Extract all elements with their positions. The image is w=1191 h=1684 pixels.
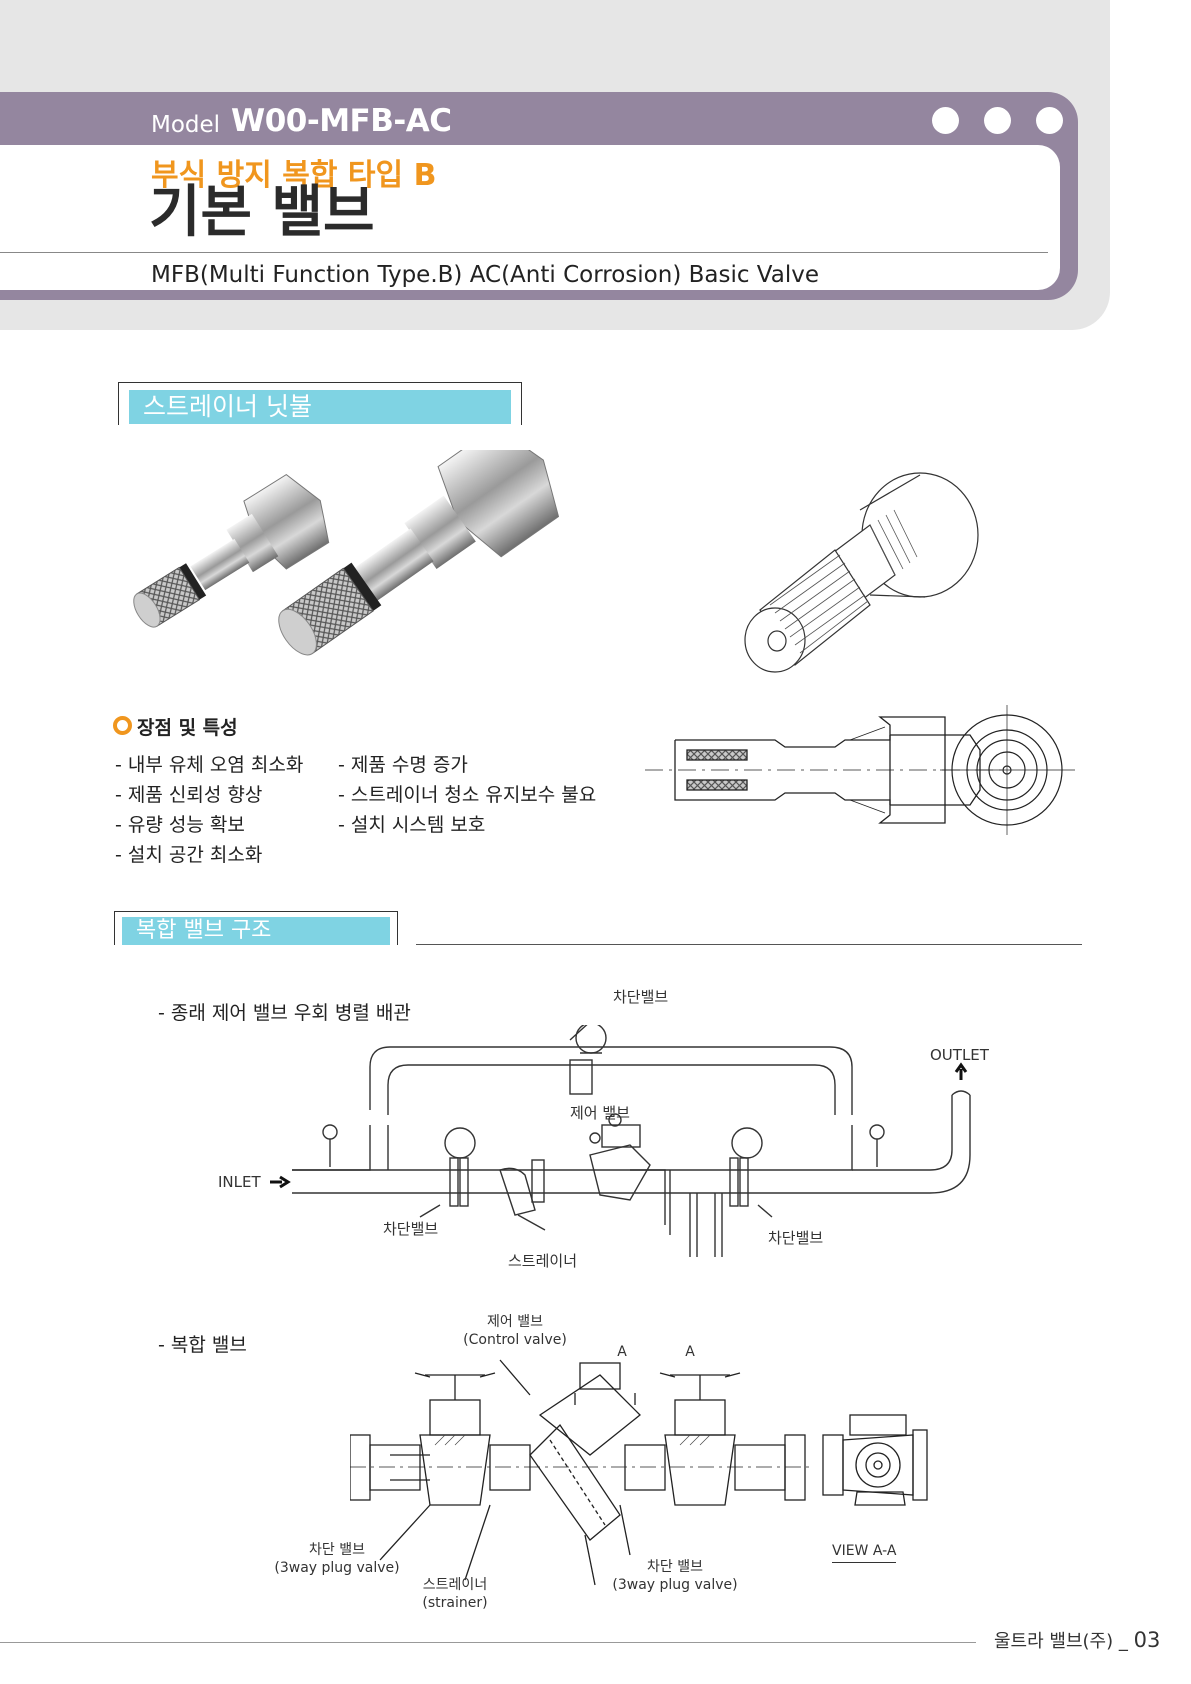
page-title: 기본 밸브: [149, 180, 375, 245]
header-dot-icon: [984, 107, 1011, 134]
label-section-a: A: [685, 1344, 695, 1360]
strainer-nipple-section-drawing: [645, 705, 1075, 835]
section-heading-frame: [118, 382, 522, 425]
product-subtitle: 부식 방지 복합 타입 B: [151, 158, 437, 193]
diagram1-description: - 종래 제어 밸브 우회 병렬 배관: [158, 1002, 411, 1024]
conventional-piping-diagram: [270, 1025, 971, 1257]
label-control-valve-en: (Control valve): [463, 1332, 567, 1348]
section-divider: [416, 944, 1082, 945]
strainer-nipple-photo: [133, 450, 560, 656]
view-aa-drawing: [822, 1414, 928, 1506]
model-label: Model: [151, 112, 221, 138]
section-heading-frame: [114, 911, 398, 945]
label-strainer-ko: 스트레이너: [422, 1577, 488, 1593]
model-number: W00-MFB-AC: [231, 103, 452, 139]
section-heading-structure: 복합 밸브 구조: [122, 917, 390, 945]
label-view-aa: VIEW A-A: [832, 1543, 897, 1563]
strainer-nipple-3d-drawing: [744, 472, 979, 673]
label-section-a: A: [617, 1344, 627, 1360]
label-control-valve: 제어 밸브: [570, 1104, 630, 1122]
label-strainer-en: (strainer): [422, 1595, 488, 1611]
feature-item: - 제품 수명 증가: [338, 754, 468, 776]
label-shutoff-left-en: (3way plug valve): [274, 1560, 400, 1576]
label-shutoff-valve-left: 차단밸브: [383, 1220, 439, 1238]
features-title: 장점 및 특성: [137, 717, 238, 739]
footer: 울트라 밸브(주) _ 03: [994, 1627, 1160, 1653]
feature-item: - 설치 공간 최소화: [115, 844, 263, 866]
label-shutoff-right-ko: 차단 밸브: [647, 1559, 703, 1575]
combined-valve-diagram: [350, 1359, 810, 1586]
bullet-ring-icon: [113, 716, 132, 735]
section-heading-strainer: 스트레이너 닛불: [129, 390, 511, 424]
diagram2-description: - 복합 밸브: [158, 1334, 247, 1356]
label-inlet: INLET: [218, 1173, 261, 1191]
english-title: MFB(Multi Function Type.B) AC(Anti Corro…: [151, 262, 819, 288]
feature-item: - 내부 유체 오염 최소화: [115, 754, 304, 776]
label-shutoff-right-en: (3way plug valve): [612, 1577, 738, 1593]
label-outlet: OUTLET: [930, 1046, 989, 1064]
feature-item: - 설치 시스템 보호: [338, 814, 486, 836]
label-shutoff-left-ko: 차단 밸브: [309, 1542, 365, 1558]
footer-company: 울트라 밸브(주) _: [994, 1631, 1134, 1652]
label-shutoff-valve-right: 차단밸브: [768, 1229, 824, 1247]
header-divider: [0, 252, 1048, 253]
footer-rule: [0, 1642, 976, 1643]
header-dot-icon: [1036, 107, 1063, 134]
feature-item: - 스트레이너 청소 유지보수 불요: [338, 784, 597, 806]
feature-item: - 유량 성능 확보: [115, 814, 245, 836]
feature-item: - 제품 신뢰성 향상: [115, 784, 263, 806]
label-strainer: 스트레이너: [508, 1252, 578, 1270]
header-dot-icon: [932, 107, 959, 134]
header-inner-panel: [0, 145, 1060, 290]
label-control-valve-ko: 제어 밸브: [487, 1314, 543, 1330]
page-number: 03: [1133, 1628, 1161, 1652]
label-shutoff-valve-top: 차단밸브: [613, 988, 669, 1006]
